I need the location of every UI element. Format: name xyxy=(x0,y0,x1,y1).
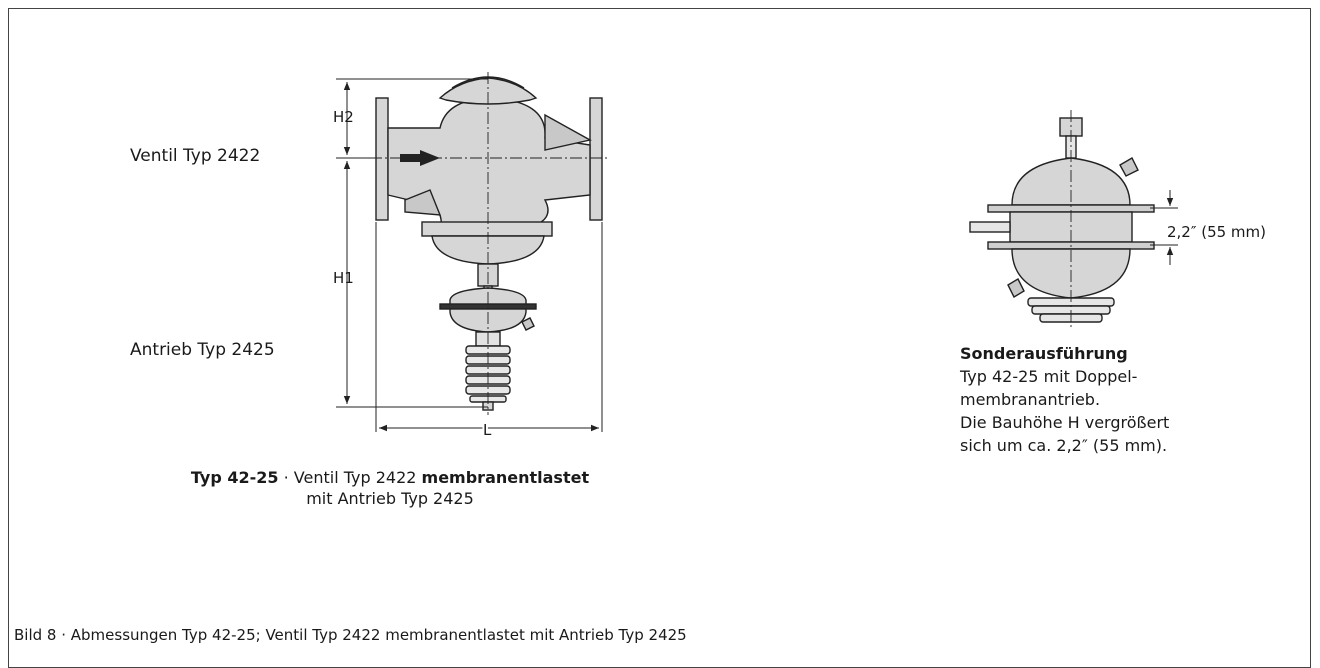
valve-drawing xyxy=(375,76,603,411)
special-version-text: Sonderausführung Typ 42-25 mit Doppel- m… xyxy=(960,343,1190,458)
caption-line2: mit Antrieb Typ 2425 xyxy=(306,489,474,508)
h1-label: H1 xyxy=(333,269,354,287)
special-line3: Die Bauhöhe H vergrößert xyxy=(960,413,1170,432)
drawing-caption: Typ 42-25 · Ventil Typ 2422 membranentla… xyxy=(160,467,620,509)
side-port xyxy=(969,221,1011,233)
caption-middle: · Ventil Typ 2422 xyxy=(278,468,422,487)
left-flange xyxy=(375,97,389,221)
lower-plate xyxy=(421,221,553,237)
centerlines xyxy=(370,72,608,415)
valve-label: Ventil Typ 2422 xyxy=(130,146,261,166)
actuator-housing xyxy=(449,287,527,333)
figure-caption: Bild 8 · Abmessungen Typ 42-25; Ventil T… xyxy=(14,626,687,644)
caption-bold-membrane: membranentlastet xyxy=(421,468,590,487)
actuator-label: Antrieb Typ 2425 xyxy=(130,340,275,360)
special-dim-label: 2,2″ (55 mm) xyxy=(1167,223,1266,241)
dimensions xyxy=(336,78,603,432)
special-title: Sonderausführung xyxy=(960,344,1128,363)
special-line1: Typ 42-25 mit Doppel- xyxy=(960,367,1138,386)
l-label: L xyxy=(483,421,492,439)
special-line4: sich um ca. 2,2″ (55 mm). xyxy=(960,436,1168,455)
special-line2: membranantrieb. xyxy=(960,390,1101,409)
caption-bold-type: Typ 42-25 xyxy=(190,468,279,487)
bonnet xyxy=(438,77,538,105)
h2-label: H2 xyxy=(333,108,354,126)
special-drawing xyxy=(969,117,1155,323)
right-flange xyxy=(589,97,603,221)
technical-drawing: H2 H1 L 2,2″ (55 mm) xyxy=(333,72,1266,441)
